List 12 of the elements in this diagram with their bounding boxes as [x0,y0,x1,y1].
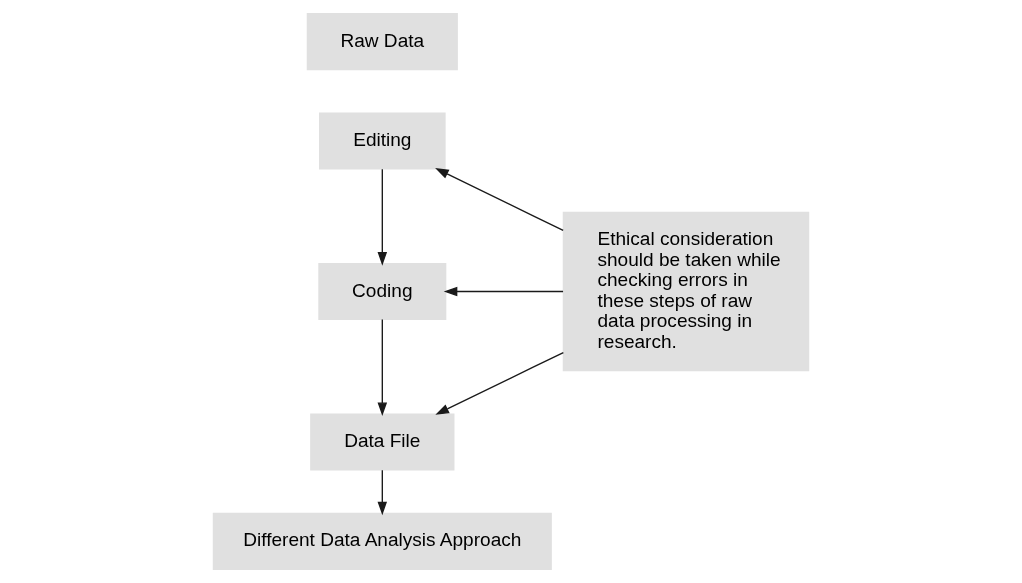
node-box: Ethical consideration should be taken while checking errors in these steps of raw data processing in research. [562,211,810,372]
arrow [377,469,388,516]
node-box: Raw Data [306,13,458,71]
arrow [435,351,565,415]
arrow [377,318,388,417]
arrow [443,286,564,297]
arrow [377,168,388,266]
node-box: Data File [310,413,455,471]
node-box: Editing [319,112,446,170]
arrow [435,168,564,232]
node-box: Different Data Analysis Approach [212,512,552,570]
node-box: Coding [318,262,447,321]
